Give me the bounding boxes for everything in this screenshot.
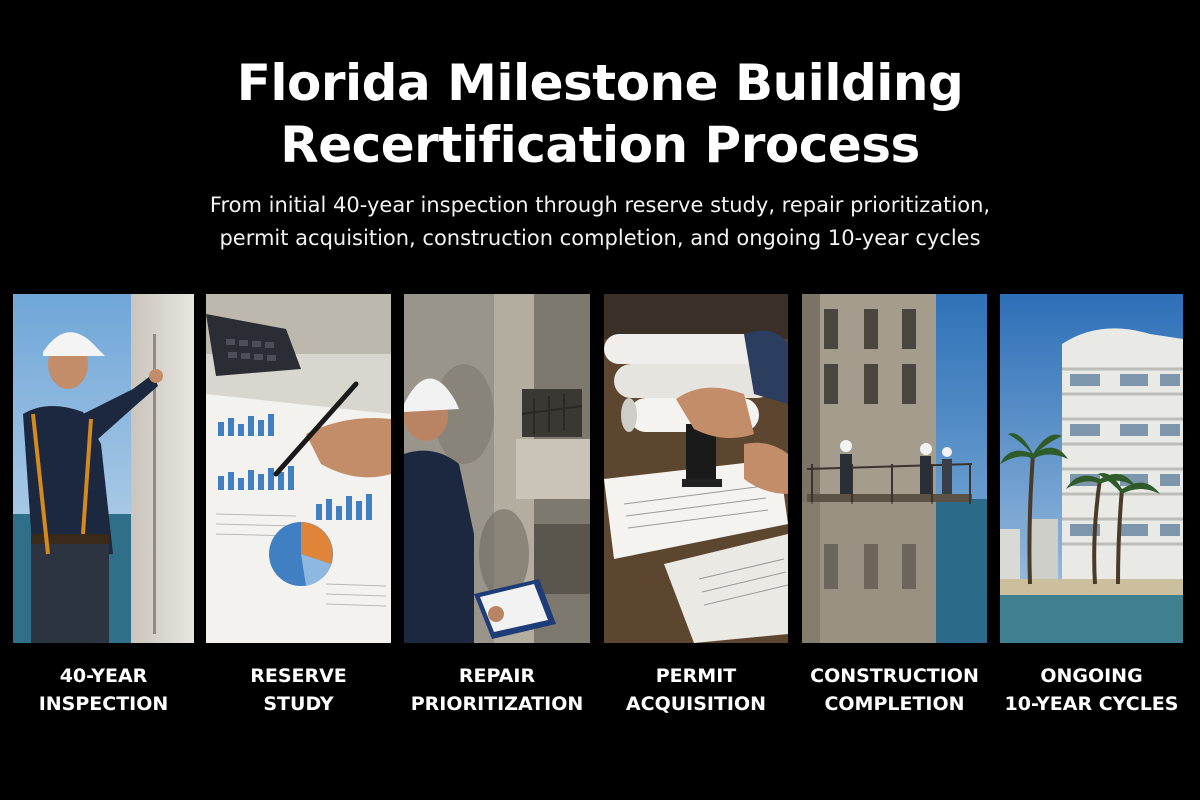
step-caption-inspection: 40-YEAR INSPECTION: [13, 662, 194, 718]
panel-reserve-study: [206, 294, 391, 643]
step-caption-construction-completion: CONSTRUCTION COMPLETION: [797, 662, 992, 718]
financial-charts-photo: [206, 294, 391, 643]
step-caption-repair-prioritization: REPAIR PRIORITIZATION: [394, 662, 600, 718]
step-caption-line-2: ACQUISITION: [625, 693, 767, 715]
step-caption-line-1: RESERVE: [250, 665, 347, 687]
step-caption-line-1: ONGOING: [1040, 665, 1143, 687]
step-caption-permit-acquisition: PERMIT ACQUISITION: [604, 662, 788, 718]
scaffold-workers-photo: [802, 294, 987, 643]
subtitle-line-2: permit acquisition, construction complet…: [219, 226, 981, 250]
title-line-1: Florida Milestone Building: [236, 54, 964, 112]
inspector-photo: [13, 294, 194, 643]
damaged-facade-photo: [404, 294, 590, 643]
step-caption-line-1: CONSTRUCTION: [810, 665, 979, 687]
panel-inspection: [13, 294, 194, 643]
panel-permit-acquisition: [604, 294, 788, 643]
step-caption-line-1: 40-YEAR: [59, 665, 148, 687]
permit-stamp-photo: [604, 294, 788, 643]
panel-ongoing-cycles: [1000, 294, 1183, 643]
title-line-2: Recertification Process: [280, 116, 920, 174]
panel-construction-completion: [802, 294, 987, 643]
step-caption-reserve-study: RESERVE STUDY: [206, 662, 391, 718]
step-caption-line-2: INSPECTION: [38, 693, 169, 715]
page-title: Florida Milestone Building Recertificati…: [0, 52, 1200, 176]
step-caption-line-1: REPAIR: [458, 665, 536, 687]
step-caption-line-2: STUDY: [263, 693, 334, 715]
step-caption-line-1: PERMIT: [655, 665, 737, 687]
step-caption-line-2: PRIORITIZATION: [410, 693, 584, 715]
subtitle-line-1: From initial 40-year inspection through …: [209, 193, 991, 217]
step-caption-ongoing-cycles: ONGOING 10-YEAR CYCLES: [992, 662, 1191, 718]
page-subtitle: From initial 40-year inspection through …: [0, 189, 1200, 255]
panel-repair-prioritization: [404, 294, 590, 643]
step-caption-line-2: 10-YEAR CYCLES: [1004, 693, 1179, 715]
coastal-condo-photo: [1000, 294, 1183, 643]
step-caption-line-2: COMPLETION: [824, 693, 965, 715]
